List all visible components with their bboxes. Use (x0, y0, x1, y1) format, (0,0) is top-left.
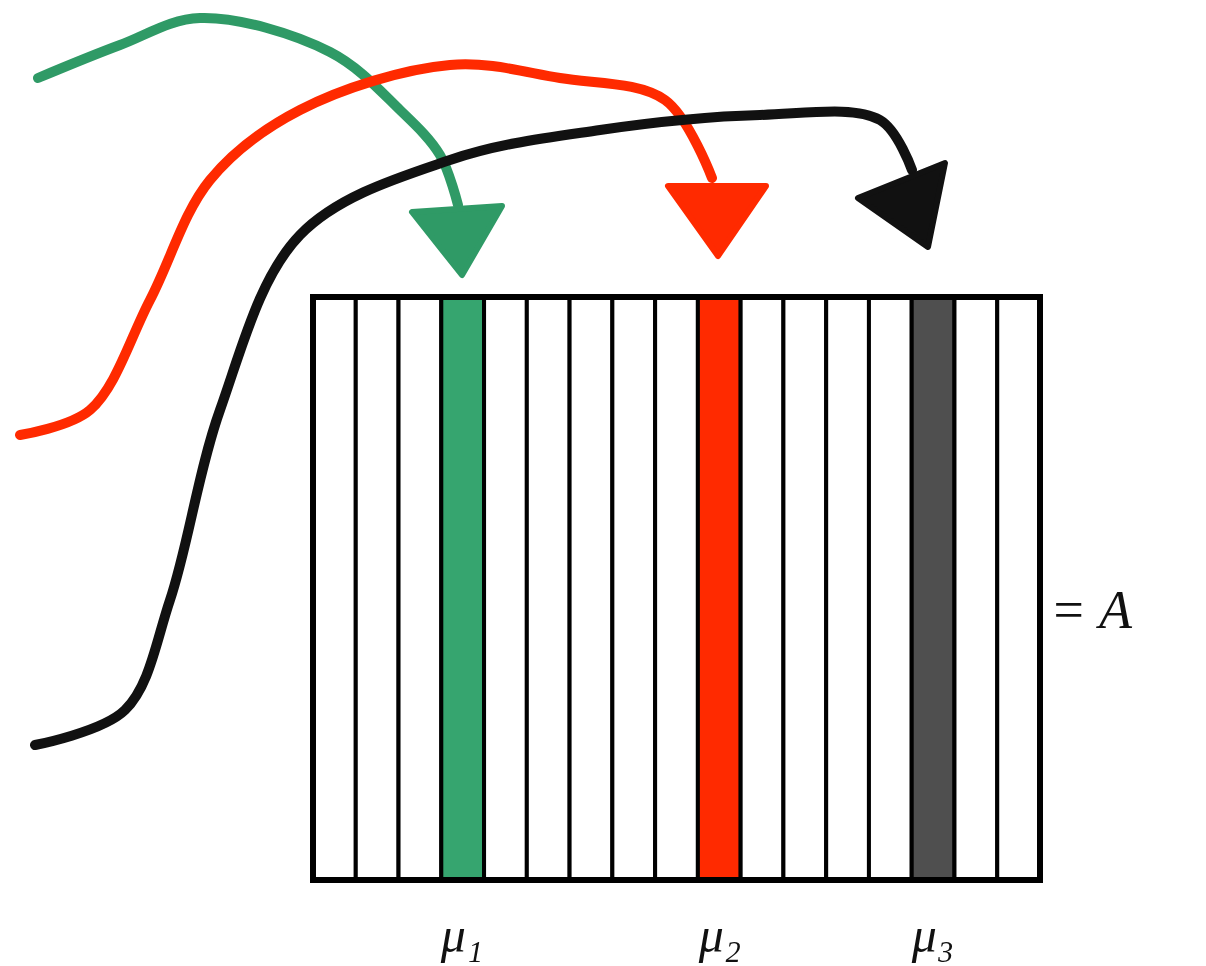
matrix-column (869, 297, 912, 880)
matrix-border (313, 297, 1040, 880)
matrix-column (997, 297, 1040, 880)
matrix-column (741, 297, 784, 880)
matrix-column (655, 297, 698, 880)
matrix-column (912, 297, 955, 880)
arrow-shaft (20, 64, 712, 435)
column-label: μ₁ (441, 910, 483, 960)
arrow-shaft (35, 112, 912, 745)
matrix-column (698, 297, 741, 880)
matrix-column (954, 297, 997, 880)
hand-drawn-arrows (20, 18, 945, 745)
column-label: μ₃ (912, 910, 954, 960)
arrow-head (668, 186, 766, 256)
pointer-arrow (35, 112, 945, 745)
pointer-arrow (38, 18, 502, 275)
matrix-column (356, 297, 399, 880)
matrix-column (612, 297, 655, 880)
arrow-head (412, 206, 502, 275)
arrow-head (858, 163, 945, 247)
matrix-column (484, 297, 527, 880)
column-label: μ₂ (699, 910, 741, 960)
matrix-columns (313, 297, 1040, 880)
matrix-column (441, 297, 484, 880)
matrix-column (783, 297, 826, 880)
matrix-column (527, 297, 570, 880)
matrix-name: = A (1050, 583, 1132, 637)
matrix-column (399, 297, 442, 880)
matrix-column (826, 297, 869, 880)
matrix-column (570, 297, 613, 880)
matrix-column (313, 297, 356, 880)
